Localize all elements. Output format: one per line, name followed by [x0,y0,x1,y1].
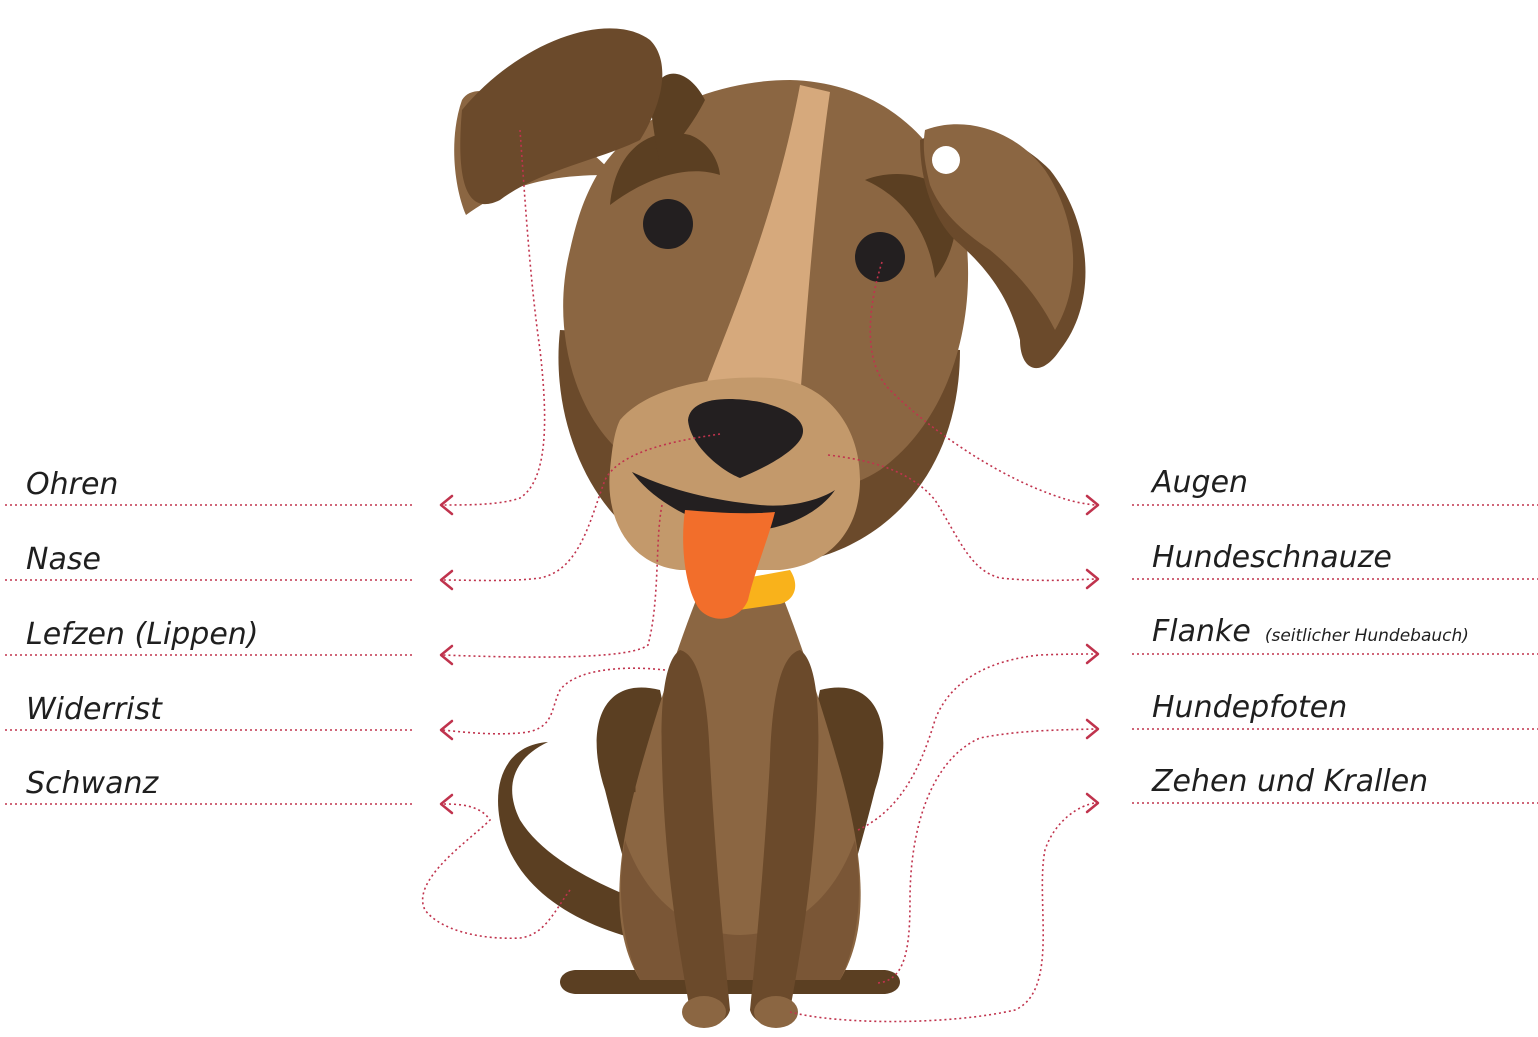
dog-illustration [454,28,1085,1028]
label-flanke: Flanke [1152,614,1251,649]
dog-eye-left [643,199,693,249]
dog-eye-right [855,232,905,282]
chevron-arrow-icon [441,721,452,739]
label-schwanz: Schwanz [26,769,158,799]
dog-paw-left [682,996,726,1028]
label-zehen: Zehen und Krallen [1152,767,1428,797]
chevron-arrow-icon [441,646,452,664]
label-lefzen: Lefzen (Lippen) [26,620,259,650]
leader-flanke [858,654,1095,830]
dog-ear-right-hole [932,146,960,174]
label-widerrist: Widerrist [26,695,162,725]
leader-hundepfoten [878,729,1095,983]
label-augen: Augen [1152,468,1248,498]
label-nase: Nase [26,545,101,575]
label-ohren: Ohren [26,470,118,500]
label-hundepfoten: Hundepfoten [1152,693,1347,723]
label-flanke-row: Flanke (seitlicher Hundebauch) [1152,617,1469,647]
label-flanke-note: (seitlicher Hundebauch) [1265,626,1469,646]
label-hundeschnauze: Hundeschnauze [1152,543,1392,573]
